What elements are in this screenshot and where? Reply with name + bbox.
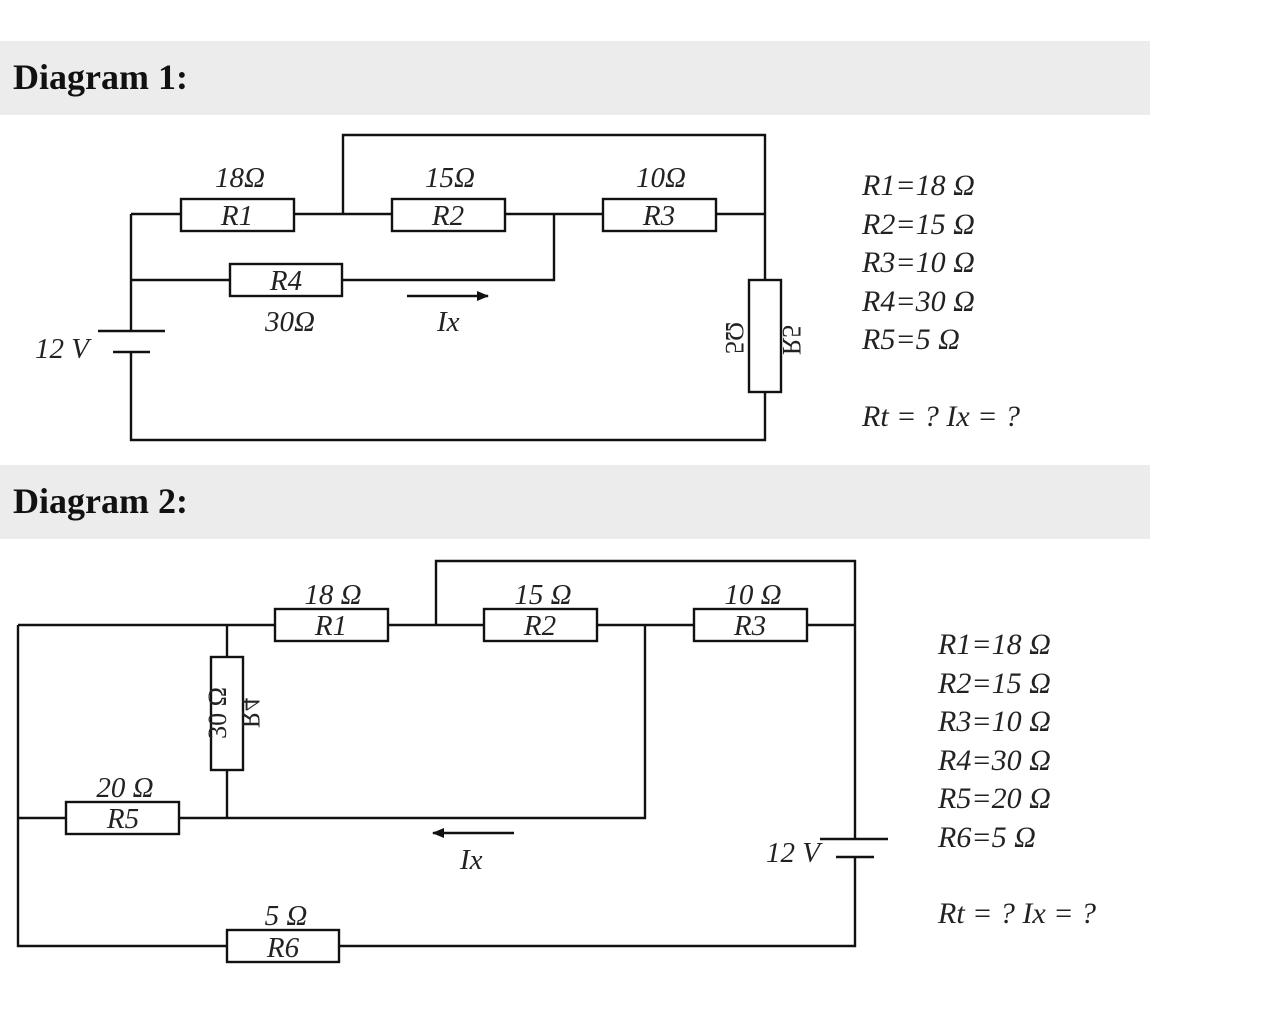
- d2-given-r2: R2=15 Ω: [938, 666, 1051, 700]
- d2-battery-label: 12 V: [766, 837, 823, 869]
- diagram-2-circuit: 12 V R1 18 Ω R2 15 Ω R3 10 Ω 30 Ω R4 R5 …: [16, 559, 888, 964]
- d2-r5-value: 20 Ω: [96, 772, 153, 804]
- d1-given-r2: R2=15 Ω: [862, 207, 975, 241]
- d2-given-r6: R6=5 Ω: [938, 820, 1036, 854]
- d2-r6-label: R6: [266, 932, 300, 964]
- d2-r3-value: 10 Ω: [724, 579, 781, 611]
- d1-wire-bypass-loop: [341, 133, 767, 280]
- d2-r4-value: 30 Ω: [203, 687, 232, 739]
- diagram-1-heading: Diagram 1:: [13, 57, 188, 97]
- d2-wire-left-rail: [16, 625, 227, 948]
- d2-given-r1: R1=18 Ω: [938, 628, 1051, 661]
- d1-given-r5: R5=5 Ω: [862, 323, 960, 356]
- d2-r3-resistor: [692, 607, 809, 643]
- diagram-2-header: Diagram 2:: [0, 465, 1150, 539]
- d2-given-r4: R4=30 Ω: [938, 743, 1051, 777]
- d1-given-r1: R1=18 Ω: [862, 169, 975, 202]
- d2-given-r3: R3=10 Ω: [938, 705, 1051, 738]
- d2-r1-resistor: [273, 607, 390, 643]
- d1-r4-resistor: [228, 262, 344, 298]
- d1-battery-label: 12 V: [35, 333, 92, 365]
- d2-wire-right-lower: [339, 857, 857, 948]
- diagram-2-given-values: R1=18 Ω R2=15 Ω R3=10 Ω R4=30 Ω R5=20 Ω …: [938, 626, 1096, 934]
- diagram-1-header: Diagram 1:: [0, 41, 1150, 115]
- d1-r2-value: 15Ω: [425, 162, 475, 194]
- d2-r1-value: 18 Ω: [304, 579, 361, 611]
- diagram-2-heading: Diagram 2:: [13, 481, 188, 521]
- d1-given-r3: R3=10 Ω: [862, 246, 975, 279]
- d2-r3-label: R3: [733, 610, 766, 642]
- d2-r5-resistor: [64, 800, 181, 836]
- d1-r5-label-mirrored: R5: [777, 325, 806, 355]
- d1-r3-resistor: [601, 197, 718, 233]
- d1-r2-resistor: [390, 197, 507, 233]
- d2-r4-resistor: [209, 655, 245, 772]
- d2-r2-value: 15 Ω: [514, 579, 571, 611]
- d2-r2-resistor: [482, 607, 599, 643]
- d1-given-r4: R4=30 Ω: [862, 284, 975, 318]
- d1-r4-value: 30Ω: [264, 306, 315, 338]
- d2-r6-value: 5 Ω: [265, 900, 308, 932]
- diagram-1-given-values: R1=18 Ω R2=15 Ω R3=10 Ω R4=30 Ω R5=5 Ω R…: [862, 167, 1020, 436]
- d1-wire-left-lower: [129, 352, 767, 442]
- d2-r1-label: R1: [314, 610, 347, 642]
- d1-r2-label: R2: [431, 200, 464, 232]
- d1-r3-label: R3: [642, 200, 675, 232]
- d1-r1-value: 18Ω: [215, 162, 265, 194]
- d2-given-r5: R5=20 Ω: [938, 782, 1051, 815]
- diagram-1-circuit: 12 V R1 18Ω R2 15Ω R3 10Ω R4 30Ω 5Ω R5 I…: [35, 133, 806, 442]
- d2-current-label: Ix: [459, 844, 483, 876]
- d2-r6-resistor: [225, 928, 341, 964]
- d1-question: Rt = ? Ix = ?: [862, 399, 1020, 433]
- d2-r4-label-mirrored: R4: [236, 698, 265, 728]
- d2-r2-label: R2: [523, 610, 556, 642]
- d2-r5-label: R5: [106, 803, 139, 835]
- d2-question: Rt = ? Ix = ?: [938, 897, 1096, 930]
- d1-r1-label: R1: [220, 200, 253, 232]
- d2-wire-middle-branch: [179, 625, 647, 820]
- d1-r1-resistor: [179, 197, 296, 233]
- d1-r4-label: R4: [269, 265, 302, 297]
- d1-r5-resistor: [747, 278, 783, 394]
- d1-wire-r4-right: [342, 214, 556, 282]
- d1-r5-value-mirrored: 5Ω: [720, 322, 749, 354]
- d2-wire-bypass-loop: [434, 559, 857, 625]
- d1-r3-value: 10Ω: [636, 162, 686, 194]
- d1-current-label: Ix: [436, 306, 460, 338]
